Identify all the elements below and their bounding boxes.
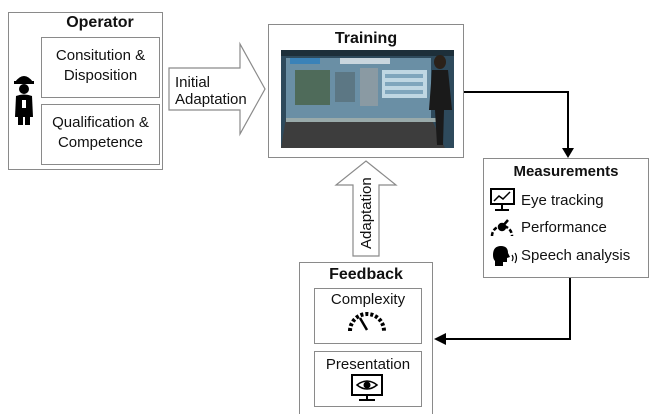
adaptation-arrow (334, 160, 398, 257)
qualification-box (41, 104, 160, 165)
constitution-box (41, 37, 160, 98)
adaptation-label: Adaptation (358, 177, 375, 249)
eye-tracking-monitor-icon (490, 188, 515, 211)
initial-adaptation-label-line2: Adaptation (175, 91, 247, 108)
initial-adaptation-arrow (168, 41, 266, 137)
initial-adaptation-label-line1: Initial (175, 74, 210, 91)
presentation-label: Presentation (325, 356, 411, 373)
eye-tracking-label: Eye tracking (521, 192, 604, 209)
measurements-box (483, 158, 649, 278)
measurements-title: Measurements (513, 163, 619, 180)
qualification-label-line2: Competence (57, 134, 144, 151)
qualification-label-line1: Qualification & (52, 114, 149, 131)
constitution-label-line2: Disposition (63, 67, 138, 84)
training-to-measurements-arrow (464, 91, 569, 150)
training-photo (281, 50, 454, 148)
measurements-to-feedback-arrow (444, 278, 571, 340)
eye-monitor-icon (351, 374, 383, 401)
complexity-label: Complexity (330, 291, 406, 308)
feedback-title: Feedback (329, 266, 403, 283)
performance-label: Performance (521, 219, 607, 236)
speech-analysis-label: Speech analysis (521, 247, 631, 264)
training-to-measurements-arrowhead (562, 148, 574, 158)
speaking-head-icon (493, 246, 518, 266)
operator-title: Operator (66, 14, 134, 31)
training-title: Training (334, 30, 398, 47)
measurements-to-feedback-arrowhead (434, 333, 446, 345)
performance-gauge-icon (490, 219, 514, 237)
speedometer-icon (348, 312, 386, 332)
worker-icon (14, 76, 34, 125)
constitution-label-line1: Consitution & (55, 47, 146, 64)
